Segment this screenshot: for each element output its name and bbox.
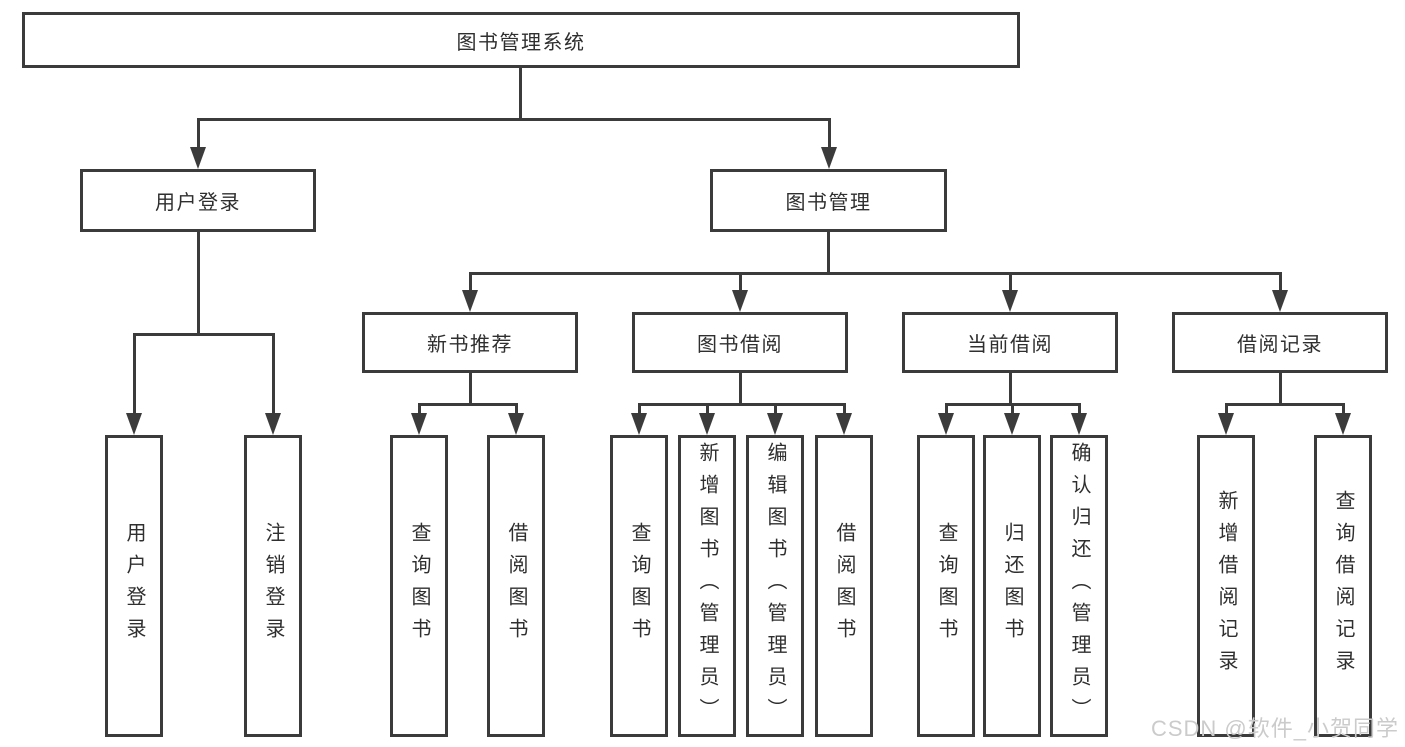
connector-line <box>133 333 275 336</box>
arrowhead-icon <box>462 290 478 312</box>
arrowhead-icon <box>821 147 837 169</box>
leaf-borrowing-query-books: 查询图书 <box>610 435 668 737</box>
arrowhead-icon <box>1002 290 1018 312</box>
arrowhead-icon <box>1272 290 1288 312</box>
leaf-recommend-query-books: 查询图书 <box>390 435 448 737</box>
connector-line <box>843 403 846 417</box>
arrowhead-icon <box>767 413 783 435</box>
leaf-logout: 注销登录 <box>244 435 302 737</box>
arrowhead-icon <box>508 413 524 435</box>
node-current-borrowing: 当前借阅 <box>902 312 1118 373</box>
connector-line <box>1342 403 1345 417</box>
connector-line <box>1009 272 1012 294</box>
arrowhead-icon <box>699 413 715 435</box>
connector-line <box>469 272 1282 275</box>
connector-line <box>197 232 200 336</box>
arrowhead-icon <box>836 413 852 435</box>
connector-line <box>197 118 200 151</box>
connector-line <box>515 403 518 417</box>
connector-line <box>706 403 709 417</box>
connector-line <box>1225 403 1228 417</box>
leaf-current-confirm-return-admin: 确认归还（管理员） <box>1050 435 1108 737</box>
arrowhead-icon <box>411 413 427 435</box>
leaf-borrowing-edit-books-admin: 编辑图书（管理员） <box>746 435 804 737</box>
connector-line <box>828 118 831 151</box>
connector-line <box>418 403 518 406</box>
connector-line <box>133 333 136 417</box>
arrowhead-icon <box>1071 413 1087 435</box>
arrowhead-icon <box>938 413 954 435</box>
arrowhead-icon <box>732 290 748 312</box>
node-book-borrowing: 图书借阅 <box>632 312 848 373</box>
connector-line <box>1225 403 1345 406</box>
arrowhead-icon <box>1218 413 1234 435</box>
connector-line <box>469 272 472 294</box>
node-new-book-recommendation: 新书推荐 <box>362 312 578 373</box>
connector-line <box>519 68 522 121</box>
node-book-management: 图书管理 <box>710 169 947 232</box>
leaf-borrowing-borrow-books: 借阅图书 <box>815 435 873 737</box>
connector-line <box>827 232 830 275</box>
connector-line <box>739 373 742 406</box>
arrowhead-icon <box>631 413 647 435</box>
connector-line <box>1011 403 1014 417</box>
connector-line <box>1279 272 1282 294</box>
connector-line <box>1009 373 1012 406</box>
arrowhead-icon <box>190 147 206 169</box>
leaf-current-return-books: 归还图书 <box>983 435 1041 737</box>
leaf-records-add-record: 新增借阅记录 <box>1197 435 1255 737</box>
connector-line <box>739 272 742 294</box>
leaf-borrowing-add-books-admin: 新增图书（管理员） <box>678 435 736 737</box>
connector-line <box>1279 373 1282 406</box>
connector-line <box>945 403 948 417</box>
node-root: 图书管理系统 <box>22 12 1020 68</box>
connector-line <box>197 118 831 121</box>
leaf-recommend-borrow-books: 借阅图书 <box>487 435 545 737</box>
leaf-user-login: 用户登录 <box>105 435 163 737</box>
arrowhead-icon <box>1335 413 1351 435</box>
connector-line <box>469 373 472 406</box>
connector-line <box>638 403 846 406</box>
connector-line <box>638 403 641 417</box>
arrowhead-icon <box>1004 413 1020 435</box>
connector-line <box>418 403 421 417</box>
arrowhead-icon <box>126 413 142 435</box>
connector-line <box>774 403 777 417</box>
node-user-login: 用户登录 <box>80 169 316 232</box>
arrowhead-icon <box>265 413 281 435</box>
watermark: CSDN @软件_小贺同学 <box>1150 716 1399 741</box>
leaf-records-query-record: 查询借阅记录 <box>1314 435 1372 737</box>
node-borrowing-records: 借阅记录 <box>1172 312 1388 373</box>
leaf-current-query-books: 查询图书 <box>917 435 975 737</box>
connector-line <box>272 333 275 417</box>
connector-line <box>1078 403 1081 417</box>
